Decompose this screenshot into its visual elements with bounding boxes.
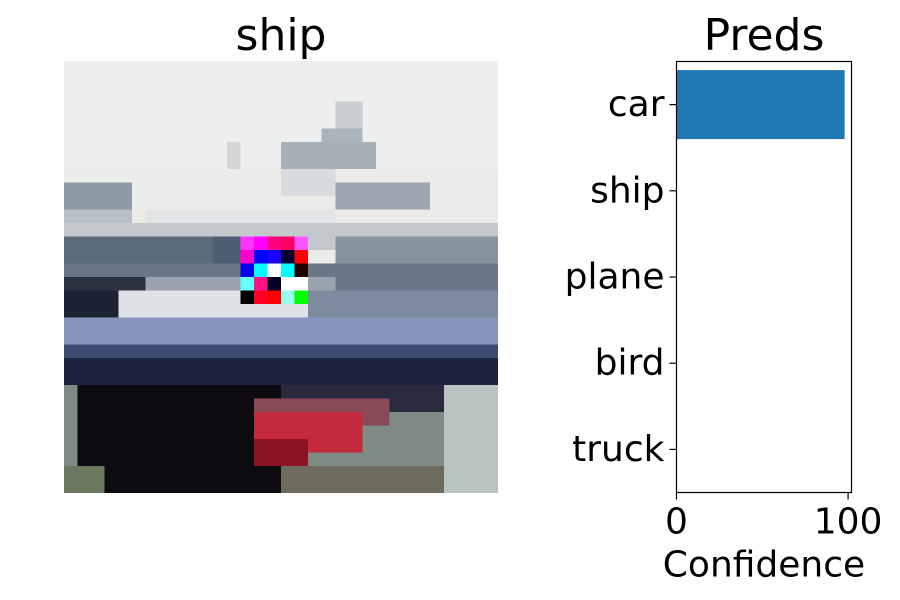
- input-image: [64, 61, 498, 493]
- category-label-plane: plane: [565, 257, 665, 298]
- image-title: ship: [235, 10, 327, 61]
- bar-car: [676, 70, 845, 140]
- category-label-bird: bird: [595, 343, 665, 384]
- chart-title: Preds: [703, 10, 825, 61]
- xtick-label-100: 100: [814, 502, 883, 543]
- category-label-ship: ship: [590, 170, 664, 211]
- plot-frame: [675, 60, 853, 494]
- category-label-truck: truck: [572, 429, 665, 470]
- xtick-label-0: 0: [665, 502, 688, 543]
- x-axis-label: Confidence: [663, 545, 865, 586]
- category-label-car: car: [608, 84, 665, 125]
